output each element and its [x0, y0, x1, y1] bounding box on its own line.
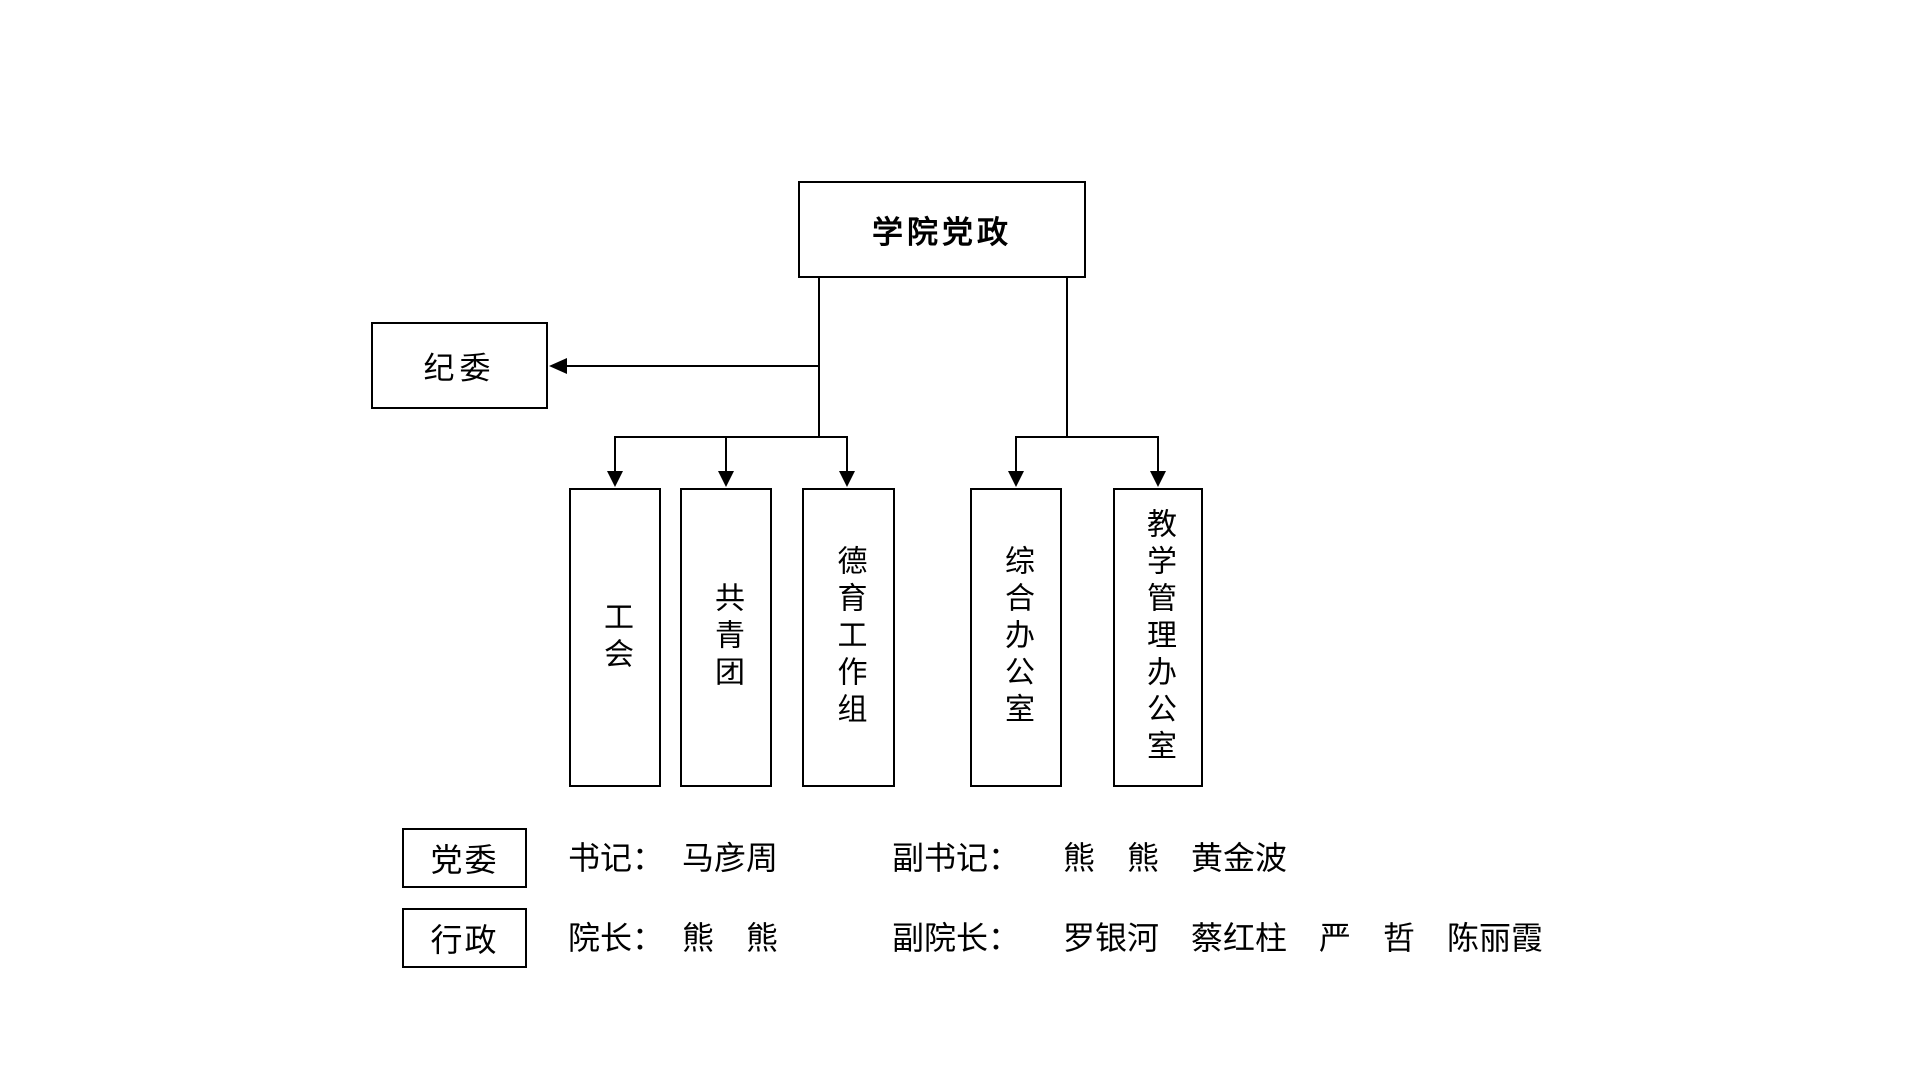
- legend-box-administration: 行政: [402, 908, 527, 968]
- legend-box-party-committee: 党委: [402, 828, 527, 888]
- arrowhead-down-icon: [1150, 471, 1166, 487]
- node-youth-league: 共青团: [680, 488, 772, 787]
- legend-role-deputy-secretary: 副书记：: [892, 840, 1021, 876]
- arrowhead-down-icon: [1008, 471, 1024, 487]
- arrowhead-down-icon: [718, 471, 734, 487]
- legend-names-dean: 熊 熊: [682, 920, 779, 956]
- node-label: 纪委: [423, 351, 496, 386]
- node-label: 综合办公室: [1000, 545, 1033, 730]
- legend-role-vice-dean: 副院长：: [892, 920, 1021, 956]
- legend-category-label: 行政: [430, 922, 499, 958]
- legend-category-label: 党委: [430, 842, 499, 878]
- node-teaching-admin-office: 教学管理办公室: [1113, 488, 1203, 787]
- legend-role-dean: 院长：: [568, 920, 665, 956]
- legend-names-vice-dean: 罗银河 蔡红柱 严 哲 陈丽霞: [1063, 920, 1544, 956]
- node-label: 教学管理办公室: [1142, 508, 1175, 767]
- arrowhead-down-icon: [607, 471, 623, 487]
- legend-role-secretary: 书记：: [568, 840, 665, 876]
- node-label: 工会: [599, 600, 632, 675]
- legend-names-deputy-secretary: 熊 熊 黄金波: [1063, 840, 1288, 876]
- arrowhead-left-icon: [549, 358, 567, 374]
- node-college-party-government: 学院党政: [798, 181, 1086, 278]
- arrowhead-down-icon: [839, 471, 855, 487]
- node-label: 共青团: [710, 582, 743, 693]
- node-general-office: 综合办公室: [970, 488, 1062, 787]
- node-discipline-committee: 纪委: [371, 322, 548, 409]
- node-label: 德育工作组: [832, 545, 866, 730]
- node-label: 学院党政: [872, 215, 1012, 250]
- node-labor-union: 工会: [569, 488, 661, 787]
- legend-names-secretary: 马彦周: [682, 840, 779, 876]
- node-moral-education-group: 德育工作组: [802, 488, 895, 787]
